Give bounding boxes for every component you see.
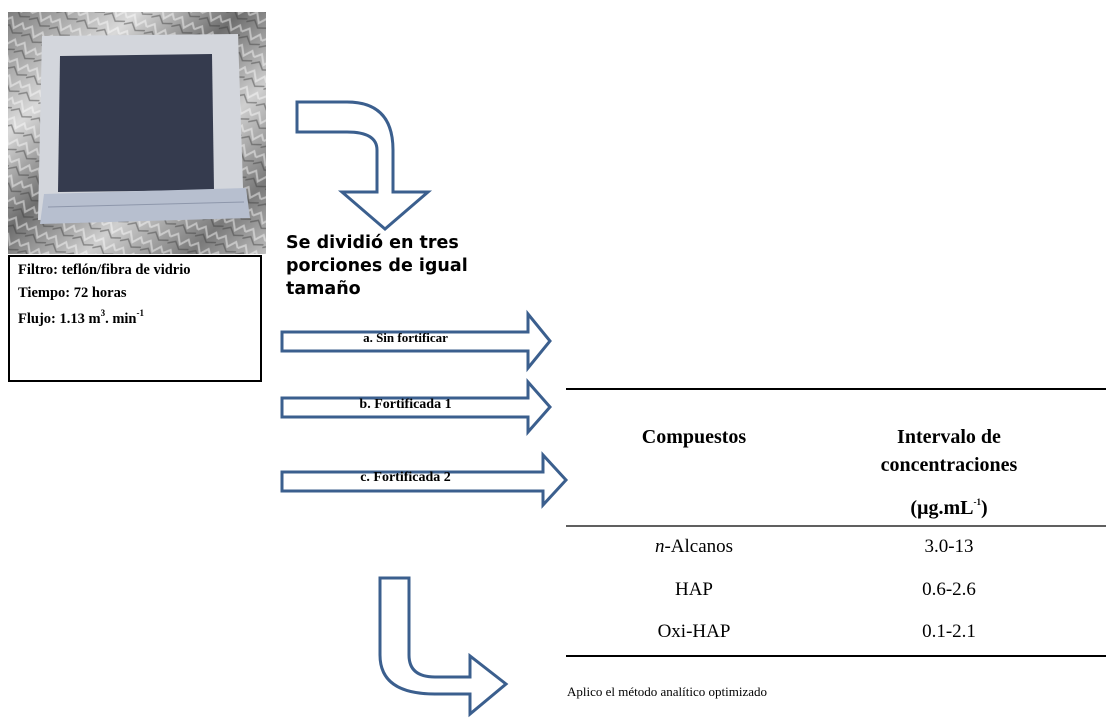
- table-row-range: 3.0-13: [924, 536, 974, 557]
- filter-material: Filtro: teflón/fibra de vidrio: [18, 262, 191, 278]
- portion-label-b: b. Fortificada 1: [359, 397, 452, 412]
- right-arrow-b: [280, 378, 552, 436]
- divide-instruction: Se dividió en tres porciones de igual ta…: [286, 233, 468, 299]
- flow-rate: Flujo: 1.13 m3. min-1: [18, 308, 144, 327]
- table-row-range: 0.1-2.1: [922, 621, 976, 642]
- table-header-interval-line2: concentraciones: [880, 454, 1018, 476]
- final-step-text: Aplico el método analítico optimizado: [567, 684, 768, 699]
- filter-info-box: Filtro: teflón/fibra de vidrio Tiempo: 7…: [8, 255, 262, 382]
- right-arrow-a: [280, 309, 552, 373]
- table-header-compounds: Compuestos: [641, 426, 747, 448]
- sampling-time: Tiempo: 72 horas: [18, 285, 127, 301]
- filter-photo: [8, 12, 266, 254]
- table-row-compound: n-Alcanos: [654, 536, 734, 557]
- table-row-compound: HAP: [674, 579, 713, 600]
- portion-label-a: a. Sin fortificar: [363, 330, 448, 345]
- table-header-interval-line1: Intervalo de: [897, 426, 1001, 448]
- table-header-interval-unit: (µg.mL-1): [910, 497, 988, 519]
- curved-right-arrow-bottom: [378, 576, 509, 718]
- table-row-compound: Oxi-HAP: [657, 621, 731, 642]
- table-row-range: 0.6-2.6: [922, 579, 976, 600]
- portion-label-c: c. Fortificada 2: [360, 470, 451, 485]
- curved-down-arrow-top: [295, 100, 433, 231]
- right-arrow-c: [280, 451, 569, 509]
